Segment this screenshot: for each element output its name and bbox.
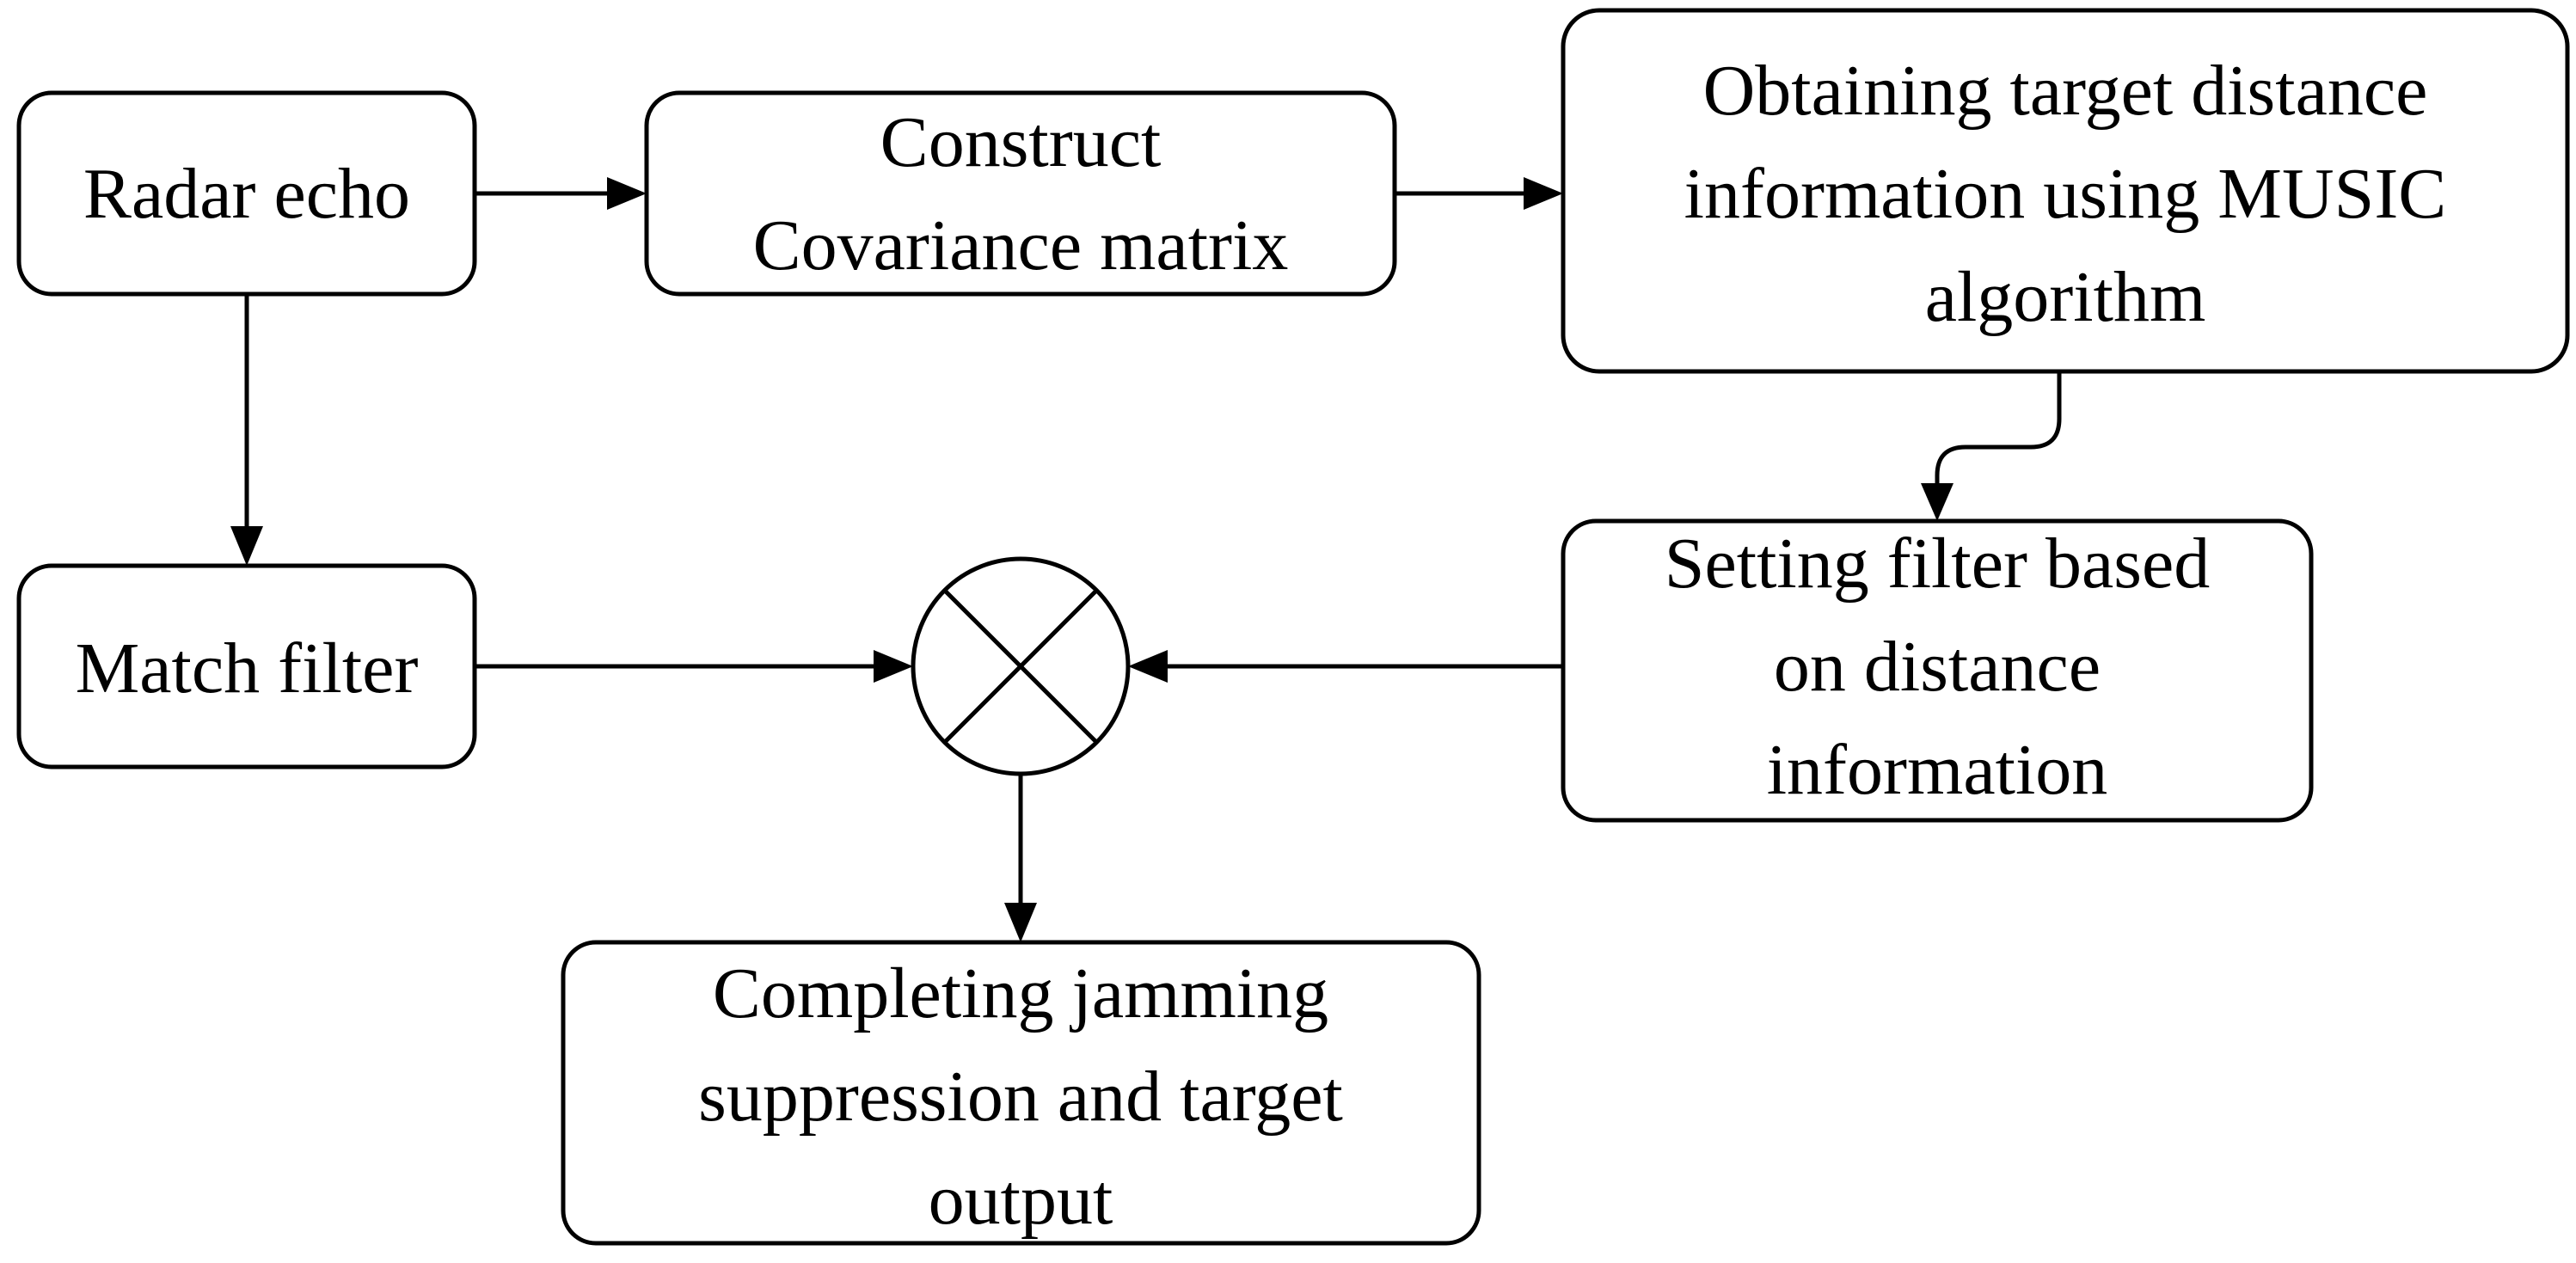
- node-match-filter-line-1: Match filter: [76, 628, 419, 708]
- node-setting-filter-line-2: on distance: [1774, 627, 2101, 707]
- node-radar-echo-line-1: Radar echo: [83, 154, 410, 234]
- node-music-distance-line-3: algorithm: [1925, 257, 2206, 337]
- edge-radar-to-match-filter: [230, 294, 263, 566]
- node-output-line-2: suppression and target: [698, 1057, 1343, 1137]
- edge-covariance-to-music: [1395, 177, 1563, 210]
- node-construct-covariance: Construct Covariance matrix: [644, 90, 1397, 297]
- edge-multiplier-to-output: [1004, 774, 1037, 942]
- node-output: Completing jamming suppression and targe…: [561, 940, 1481, 1246]
- node-radar-echo: Radar echo: [16, 90, 477, 297]
- node-music-distance: Obtaining target distance information us…: [1561, 8, 2570, 374]
- edge-music-to-setting-filter: [1921, 371, 2062, 521]
- node-music-distance-line-2: information using MUSIC: [1684, 154, 2447, 234]
- multiplier-node: [911, 556, 1131, 776]
- node-setting-filter: Setting filter based on distance informa…: [1561, 518, 2314, 823]
- node-music-distance-line-1: Obtaining target distance: [1703, 51, 2428, 131]
- node-construct-covariance-line-1: Construct: [880, 102, 1162, 182]
- node-match-filter: Match filter: [16, 563, 477, 769]
- node-output-line-1: Completing jamming: [713, 953, 1328, 1033]
- node-setting-filter-line-3: information: [1767, 730, 2108, 810]
- edge-setting-filter-to-multiplier: [1128, 650, 1563, 683]
- edge-radar-to-covariance: [475, 177, 647, 210]
- node-setting-filter-line-1: Setting filter based: [1665, 524, 2211, 604]
- edge-match-filter-to-multiplier: [475, 650, 913, 683]
- node-construct-covariance-line-2: Covariance matrix: [753, 205, 1289, 285]
- node-output-line-3: output: [929, 1160, 1113, 1240]
- multiplier-cross-line-2: [942, 588, 1099, 745]
